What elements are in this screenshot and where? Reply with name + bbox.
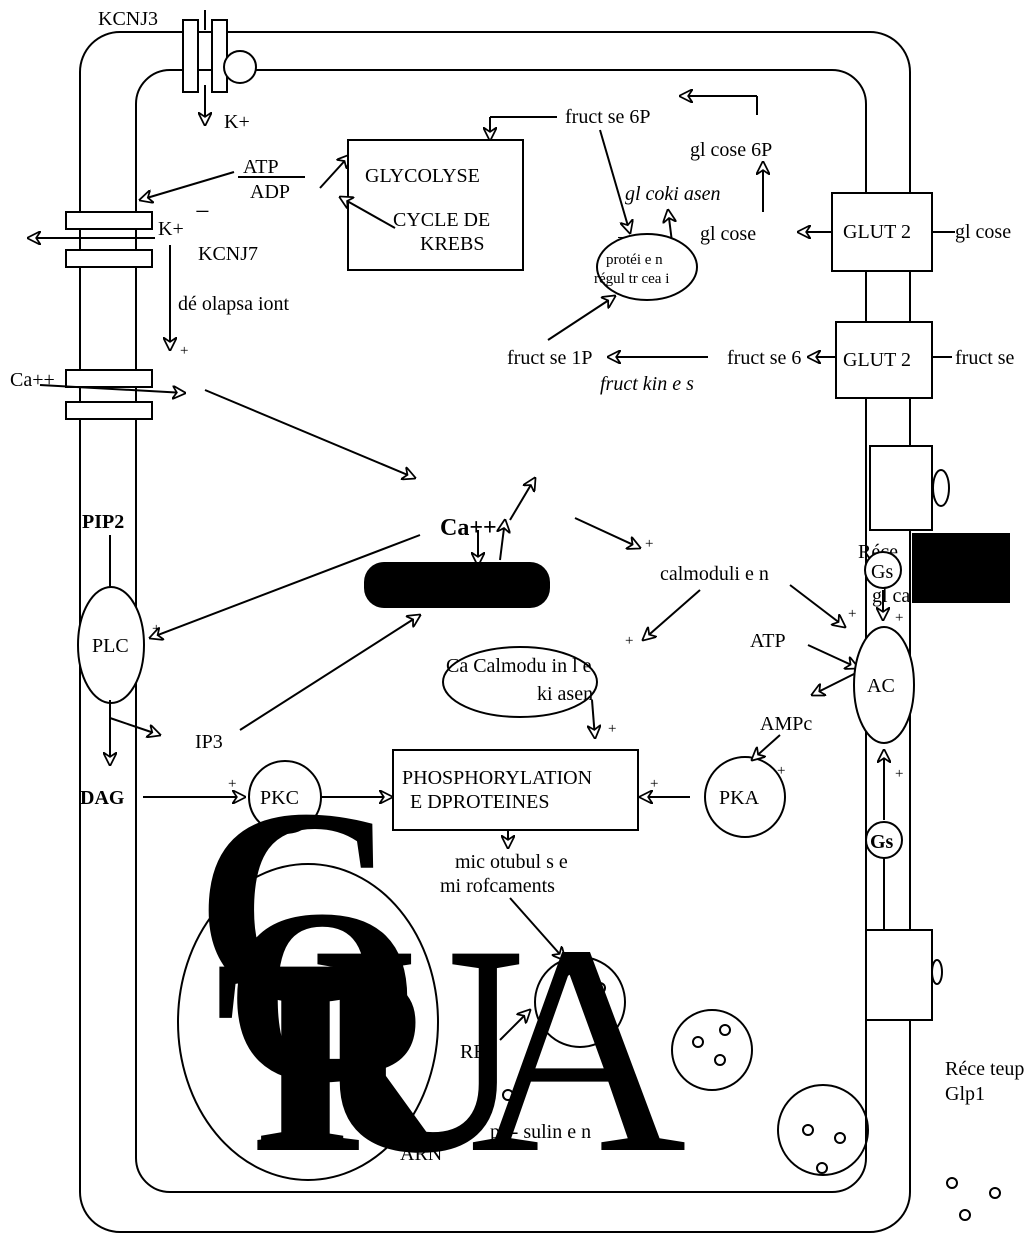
kcnj7-label: KCNJ7 (198, 243, 258, 265)
ca-channel-label: Ca++ (10, 369, 55, 391)
plus-ampc: + (777, 763, 785, 779)
gs-top-label: Gs (871, 561, 893, 583)
glycolyse-label: GLYCOLYSE (365, 165, 480, 187)
calmodulin-label: calmoduli e n (660, 563, 769, 585)
glucokinase-label: gl coki asen (625, 183, 721, 205)
krebs-label-2: KREBS (420, 233, 484, 255)
receptor-bottom-box (866, 930, 932, 1020)
k-plus-in-label: K+ (224, 111, 250, 133)
plus-phospho: + (608, 721, 616, 737)
ca-center-label: Ca++ (440, 515, 497, 541)
pka-label: PKA (719, 787, 760, 809)
overlay-letter-a: A (470, 883, 687, 1215)
camk-label-2: ki asen (537, 683, 593, 705)
k-plus-out-label: K+ (158, 218, 184, 240)
phospho-label-1: PHOSPHORYLATION (402, 767, 592, 789)
granule-3 (778, 1085, 868, 1175)
kcnj3-channel (183, 10, 256, 125)
plus-calmodulin: + (645, 536, 653, 552)
plus-plc: + (152, 621, 160, 637)
fructose6p-top-label: fruct se 6P (565, 106, 651, 128)
receptor-bottom-knob (932, 960, 942, 984)
receptor-top-label-2: gl ca (872, 585, 910, 607)
protein-label-1: protéi e n (606, 252, 663, 268)
er-blob (364, 562, 550, 608)
glucose-in-label: gl cose (700, 223, 756, 245)
glucose6p-label: gl cose 6P (690, 139, 772, 161)
glucose-out-label: gl cose (955, 221, 1011, 243)
atp-label: ATP (243, 156, 279, 178)
pip2-label: PIP2 (82, 511, 124, 533)
plus-ac-cal: + (848, 606, 856, 622)
plus-depol: + (180, 343, 188, 359)
atp2-label: ATP (750, 630, 786, 652)
kcnj3-label: KCNJ3 (98, 8, 158, 30)
phosphorylation-box (393, 750, 638, 830)
protein-label-2: régul tr cea i (594, 271, 669, 287)
fructose-out-label: fruct se (955, 347, 1015, 369)
camk-label-1: Ca Calmodu in l e (446, 655, 592, 677)
depolarisation-label: dé olapsa iont (178, 293, 290, 315)
microtubules-label-1: mic otubul s e (455, 851, 568, 873)
receptor-bottom-label-2: Glp1 (945, 1083, 985, 1105)
ac-label: AC (867, 675, 895, 697)
phospho-label-2: E DPROTEINES (410, 791, 549, 813)
receptor-bottom-label-1: Réce teup (945, 1058, 1024, 1080)
glut2-label-a: GLUT 2 (843, 221, 911, 243)
fructose-in-label: fruct se 6 (727, 347, 801, 369)
plus-ac-gs: + (895, 766, 903, 782)
plus-camk: + (625, 633, 633, 649)
minus-sign: − (195, 197, 210, 226)
receptor-ligand-block (912, 533, 1010, 603)
adp-label: ADP (250, 181, 290, 203)
gs-bottom-label: Gs (870, 831, 894, 853)
glut2-label-b: GLUT 2 (843, 349, 911, 371)
receptor-top-box (870, 446, 932, 530)
dag-label: DAG (80, 787, 125, 809)
plus-pka: + (650, 776, 658, 792)
plus-gs-top: + (895, 610, 903, 626)
krebs-label-1: CYCLE DE (393, 209, 490, 231)
receptor-top-knob (933, 470, 949, 506)
fructose1p-label: fruct se 1P (507, 347, 593, 369)
ca-channel (40, 370, 185, 419)
plc-label: PLC (92, 635, 129, 657)
fructokinase-label: fruct kin e s (600, 373, 694, 395)
ampc-label: AMPc (760, 713, 812, 735)
